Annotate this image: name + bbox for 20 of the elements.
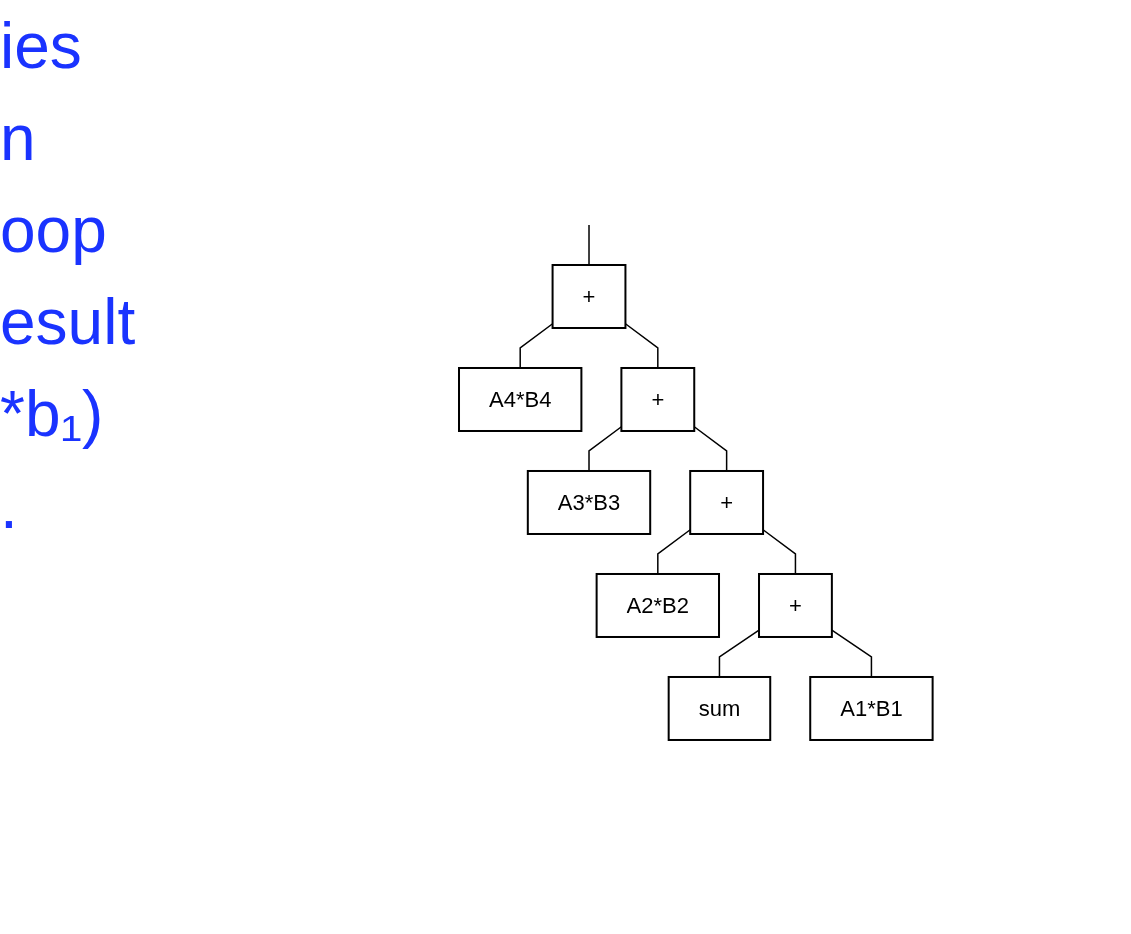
node-box: A4*B4 [457,366,583,432]
text-fragment: esult [0,285,137,360]
text-fragment: . [0,469,19,544]
connector [762,528,796,575]
connector [519,322,553,369]
node-box: A1*B1 [808,675,934,741]
node-box: A2*B2 [595,572,720,638]
text-fragment: *b₁) [0,377,105,452]
text-fragment: n [0,101,37,176]
node-box: + [620,366,695,432]
node-box: + [688,469,764,535]
connector [587,223,590,266]
connector [587,425,622,472]
text-fragment: oop [0,193,108,268]
node-box: sum [667,675,771,741]
node-box: + [757,572,833,638]
node-box: A3*B3 [526,469,651,535]
node-box: + [551,263,627,329]
connector [693,425,728,472]
text-fragment: ies [0,9,83,84]
